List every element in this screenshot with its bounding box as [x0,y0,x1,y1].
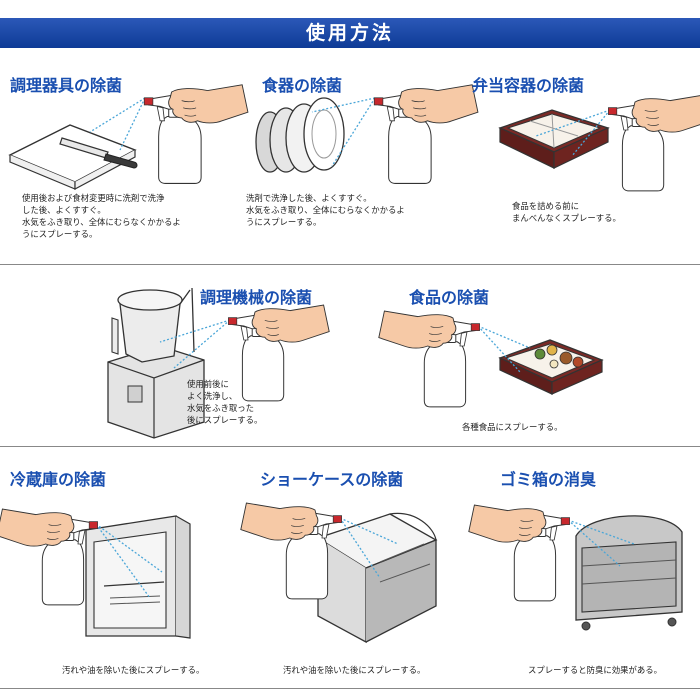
trash-title: ゴミ箱の消臭 [500,470,597,489]
divider-row-2 [0,446,700,447]
divider-bottom [0,688,700,689]
showcase-title: ショーケースの除菌 [260,470,404,489]
lunchbox-description: 食品を詰める前に まんべんなくスプレーする。 [512,201,621,223]
food-title: 食品の除菌 [409,288,490,307]
dishes-description: 洗剤で洗浄した後、よくすすぐ。 水気をふき取り、全体にむらなくかかるよ うにスプ… [246,193,405,227]
fridge-illustration [0,508,191,639]
lunchbox-title: 弁当容器の除菌 [472,76,585,95]
cookware-description: 使用後および食材変更時に洗剤で洗浄 した後、よくすすぐ。 水気をふき取り、全体に… [22,193,181,239]
food-description: 各種食品にスプレーする。 [462,422,563,432]
header-bar: 使用方法 [0,18,700,48]
showcase-description: 汚れや油を除いた後にスプレーする。 [283,665,426,675]
lunchbox-illustration [498,94,700,192]
showcase-illustration [240,502,438,644]
machine-title: 調理機械の除菌 [200,288,313,307]
page-title: 使用方法 [305,22,394,44]
machine-illustration [107,287,330,439]
fridge-description: 汚れや油を除いた後にスプレーする。 [62,665,205,675]
dishes-illustration [255,84,479,184]
machine-description: 使用前後に よく洗浄し、 水気をふき取った 後にスプレーする。 [187,379,263,425]
food-illustration [378,310,604,408]
cookware-illustration [8,84,249,190]
cookware-title: 調理器具の除菌 [10,76,123,95]
trash-illustration [468,504,683,631]
fridge-title: 冷蔵庫の除菌 [10,470,107,489]
dishes-title: 食器の除菌 [262,76,343,95]
divider-row-1 [0,264,700,265]
trash-description: スプレーすると防臭に効果がある。 [528,665,662,675]
